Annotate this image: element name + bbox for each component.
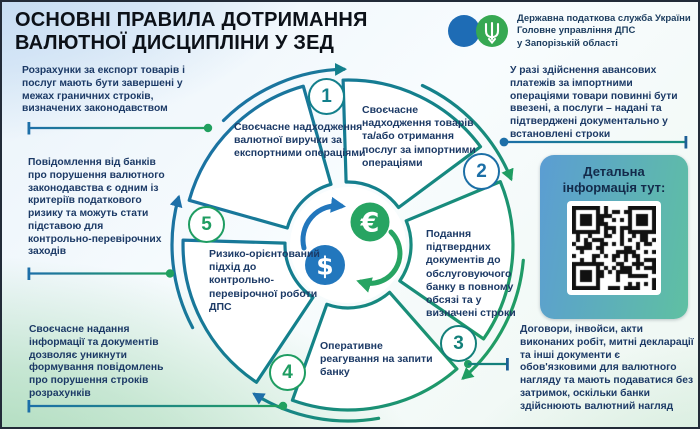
flow-arrow-right-bottom — [461, 258, 525, 380]
step-5-badge: 5 — [188, 206, 225, 243]
flow-arrow-left — [169, 194, 195, 330]
exchange-arrow-down-icon — [356, 229, 403, 293]
tax-service-logo-icon — [448, 15, 508, 47]
connector-tick — [27, 267, 31, 280]
segment-2 — [341, 78, 483, 210]
dollar-symbol: $ — [316, 252, 333, 281]
euro-symbol: € — [360, 208, 380, 239]
logo-org-line2: Головне управління ДПС — [517, 25, 636, 37]
step-4-badge: 4 — [269, 354, 306, 391]
qr-code — [572, 206, 656, 291]
segment-4 — [290, 290, 459, 412]
outer-flow-arrows — [169, 62, 525, 423]
qr-code-box — [567, 201, 661, 296]
wheel-segments — [181, 78, 515, 412]
dollar-circle-icon — [305, 245, 345, 285]
connector-dot — [165, 269, 175, 278]
step-number: 4 — [282, 361, 293, 383]
connector-tick — [27, 400, 31, 413]
logo-blue-circle — [448, 15, 480, 47]
right-note-1: У разі здійснення авансових платежів за … — [510, 65, 678, 140]
trident-icon — [484, 21, 500, 45]
step-1-label: Своєчасне надходження валютної виручки з… — [234, 121, 366, 160]
step-1-badge: 1 — [308, 78, 345, 115]
step-3-badge: 3 — [440, 325, 477, 362]
page-title-line1: ОСНОВНІ ПРАВИЛА ДОТРИМАННЯ — [15, 9, 368, 31]
step-3-label: Подання підтвердних документів до обслуг… — [426, 228, 516, 320]
step-5-label: Ризико-орієнтований підхід до контрольно… — [209, 248, 320, 313]
segment-5 — [181, 238, 315, 384]
flow-arrow-bottom-left — [252, 392, 381, 423]
step-number: 5 — [201, 213, 212, 235]
left-note-2: Повідомлення від банків про порушення ва… — [28, 157, 165, 258]
page-title: ОСНОВНІ ПРАВИЛА ДОТРИМАННЯ ВАЛЮТНОЇ ДИСЦ… — [15, 9, 475, 56]
connector-tick — [27, 122, 31, 135]
left-note-3: Своєчасне надання інформації та документ… — [29, 324, 164, 399]
connector-tick — [506, 358, 509, 371]
left-note-1: Розрахунки за експорт товарів і послуг м… — [22, 65, 185, 115]
step-number: 3 — [453, 332, 464, 354]
currency-exchange-icon: € $ — [290, 187, 406, 303]
step-2-badge: 2 — [463, 153, 500, 190]
tax-service-logo: Державна податкова служба України Головн… — [446, 12, 696, 52]
step-4-label: Оперативне реагування на запити банку — [320, 340, 433, 379]
flow-arrow-right-top — [420, 83, 514, 182]
segment-3 — [398, 180, 515, 341]
right-note-2: Договори, інвойси, акти виконаних робіт,… — [520, 324, 694, 412]
qr-info-card: Детальна інформація тут: — [540, 155, 688, 319]
connector-lines — [27, 122, 688, 413]
logo-org-line1: Державна податкова служба України — [517, 13, 691, 24]
exchange-arrow-up-icon — [300, 196, 346, 251]
flow-arrow-top — [221, 62, 347, 123]
step-number: 2 — [476, 160, 487, 182]
page-title-line2: ВАЛЮТНОЇ ДИСЦИПЛІНИ У ЗЕД — [15, 32, 335, 55]
qr-card-title: Детальна інформація тут: — [562, 164, 666, 195]
connector-dot — [278, 401, 288, 411]
euro-circle-icon — [350, 202, 390, 242]
segment-1 — [187, 84, 333, 230]
step-2-label: Своєчасне надходження товарів та/або отр… — [362, 104, 476, 169]
connector-tick — [684, 136, 688, 149]
logo-org-line3: у Запорізькій області — [517, 37, 618, 49]
connector-dot — [203, 123, 213, 133]
step-number: 1 — [321, 85, 332, 107]
